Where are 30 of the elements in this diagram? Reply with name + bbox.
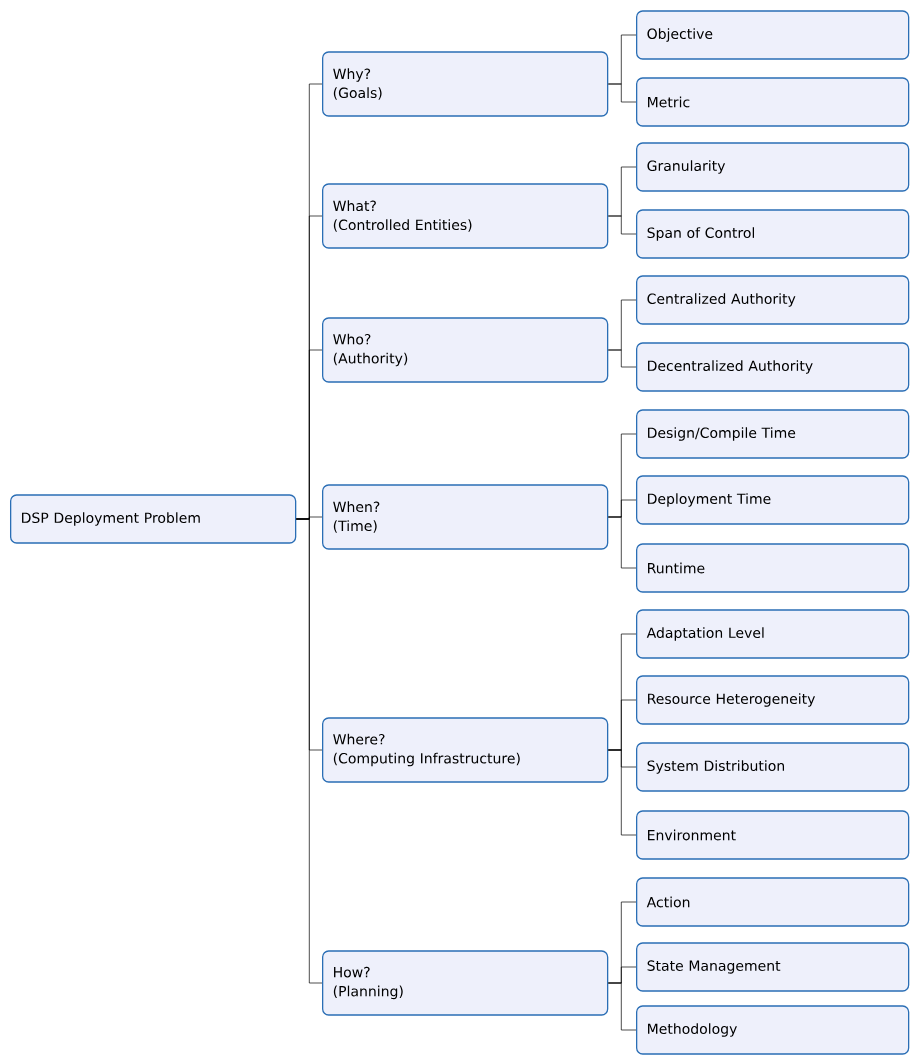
leaf-box: Adaptation Level bbox=[636, 609, 910, 659]
leaf-box: Resource Heterogeneity bbox=[636, 675, 910, 725]
leaf-box: Centralized Authority bbox=[636, 275, 910, 325]
category-box: Who? (Authority) bbox=[322, 317, 609, 383]
category-box: How? (Planning) bbox=[322, 950, 609, 1016]
leaf-box: Methodology bbox=[636, 1005, 910, 1055]
connector bbox=[607, 516, 637, 569]
leaf-box: State Management bbox=[636, 942, 910, 992]
leaf-box: Deployment Time bbox=[636, 475, 910, 525]
leaf-box: Action bbox=[636, 877, 910, 927]
connector bbox=[295, 518, 323, 984]
connector bbox=[607, 215, 637, 235]
leaf-box: Environment bbox=[636, 810, 910, 860]
category-box: Where? (Computing Infrastructure) bbox=[322, 717, 609, 783]
connector bbox=[607, 982, 637, 1031]
category-box: What? (Controlled Entities) bbox=[322, 183, 609, 249]
connector bbox=[607, 83, 637, 103]
root-box: DSP Deployment Problem bbox=[10, 494, 297, 544]
connector bbox=[607, 749, 637, 836]
leaf-box: Runtime bbox=[636, 543, 910, 593]
connector bbox=[607, 349, 637, 368]
category-box: When? (Time) bbox=[322, 484, 609, 550]
leaf-box: Objective bbox=[636, 10, 910, 60]
leaf-box: Span of Control bbox=[636, 209, 910, 259]
category-box: Why? (Goals) bbox=[322, 51, 609, 117]
leaf-box: Design/Compile Time bbox=[636, 409, 910, 459]
leaf-box: System Distribution bbox=[636, 742, 910, 792]
leaf-box: Metric bbox=[636, 77, 910, 127]
leaf-box: Decentralized Authority bbox=[636, 342, 910, 392]
leaf-box: Granularity bbox=[636, 142, 910, 192]
